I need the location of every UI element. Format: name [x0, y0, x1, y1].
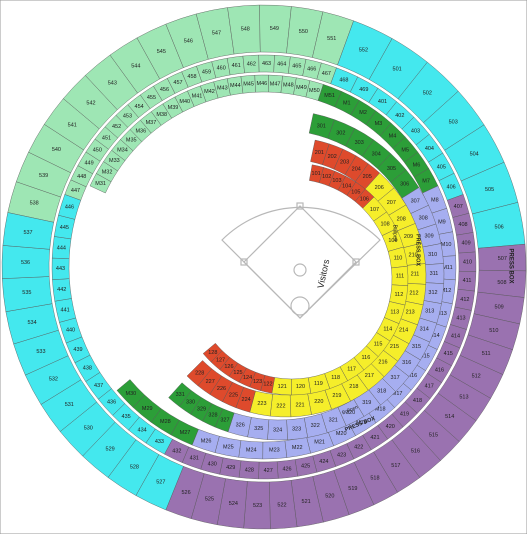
section-shape [271, 377, 292, 396]
first-base [352, 258, 360, 266]
section-m47[interactable]: M47 [268, 74, 283, 94]
section-549[interactable]: 549 [259, 4, 292, 54]
section-m45[interactable]: M45 [240, 75, 256, 94]
home-plate-circle [290, 296, 310, 316]
section-411[interactable]: 411 [457, 270, 477, 292]
field-outline [221, 206, 381, 319]
section-463[interactable]: 463 [258, 54, 275, 73]
section-shape [51, 257, 70, 280]
section-shape [254, 74, 269, 93]
third-base [240, 258, 248, 266]
section-shape [262, 440, 288, 460]
section-462[interactable]: 462 [242, 54, 260, 74]
section-shape [243, 481, 271, 530]
section-464[interactable]: 464 [273, 55, 291, 74]
section-429[interactable]: 429 [219, 457, 242, 478]
section-shape [219, 457, 242, 478]
press-box-mid: PRESS BOX [415, 234, 421, 266]
section-311[interactable]: 311 [423, 263, 445, 284]
section-shape [267, 419, 288, 441]
section-shape [458, 251, 477, 272]
section-shape [391, 265, 409, 286]
second-base [296, 202, 304, 210]
section-shape [51, 236, 72, 259]
section-536[interactable]: 536 [1, 245, 50, 279]
section-507[interactable]: 507 [477, 243, 527, 272]
section-shape [268, 74, 283, 94]
section-shape [242, 54, 260, 74]
bullpen-right: Bullpen [392, 225, 398, 242]
section-m46[interactable]: M46 [254, 74, 269, 93]
section-111[interactable]: 111 [391, 265, 409, 286]
section-shape [273, 55, 291, 74]
section-shape [226, 55, 245, 76]
section-shape [186, 360, 213, 387]
pitchers-mound [293, 263, 307, 277]
section-324[interactable]: 324 [267, 419, 288, 441]
section-428[interactable]: 428 [238, 460, 260, 480]
section-shape [168, 382, 192, 407]
section-m24[interactable]: M24 [238, 440, 264, 460]
section-shape [456, 232, 476, 254]
section-120[interactable]: 120 [291, 377, 312, 396]
section-410[interactable]: 410 [458, 251, 477, 272]
section-shape [2, 212, 54, 250]
section-shape [1, 245, 50, 279]
section-shape [258, 54, 275, 73]
section-442[interactable]: 442 [52, 278, 72, 302]
section-shape [269, 394, 292, 418]
section-shape [202, 342, 223, 363]
section-m23[interactable]: M23 [262, 440, 288, 460]
section-shape [289, 392, 312, 418]
section-523[interactable]: 523 [243, 481, 271, 530]
press-box-right: PRESS BOX [507, 248, 513, 283]
section-461[interactable]: 461 [226, 55, 245, 76]
bullpen-bottom: Bullpen [341, 404, 359, 416]
section-409[interactable]: 409 [456, 232, 476, 254]
section-426[interactable]: 426 [276, 459, 298, 479]
section-shape [258, 461, 279, 480]
section-shape [286, 417, 308, 440]
baseball-field [221, 202, 381, 319]
section-shape [58, 194, 82, 220]
section-222[interactable]: 222 [269, 394, 292, 418]
section-shape [240, 75, 256, 94]
section-443[interactable]: 443 [51, 257, 70, 280]
section-shape [477, 243, 527, 272]
section-323[interactable]: 323 [286, 417, 308, 440]
section-shape [423, 263, 445, 284]
section-shape [276, 459, 298, 479]
section-shape [238, 460, 260, 480]
section-427[interactable]: 427 [258, 461, 279, 480]
section-shape [116, 379, 145, 408]
section-shape [52, 278, 72, 302]
section-221[interactable]: 221 [289, 392, 312, 418]
section-shape [238, 440, 264, 460]
section-412[interactable]: 412 [454, 288, 475, 311]
section-shape [259, 4, 292, 54]
section-425[interactable]: 425 [294, 455, 318, 477]
section-121[interactable]: 121 [271, 377, 292, 396]
section-shape [291, 377, 312, 396]
section-shape [457, 270, 477, 292]
section-shape [294, 455, 318, 477]
section-shape [454, 288, 475, 311]
section-444[interactable]: 444 [51, 236, 72, 259]
